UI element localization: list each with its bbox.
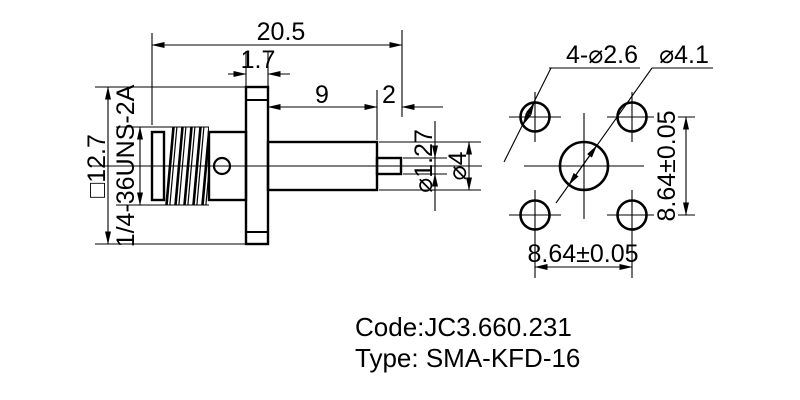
product-code: Code:JC3.660.231 bbox=[355, 312, 572, 342]
side-view: 20.5 1.7 9 2 □12.7 1/4-36UNS-2A ⌀1.27 ⌀4 bbox=[83, 18, 482, 247]
dim-pin-length: 2 bbox=[382, 81, 396, 109]
leader-center-hole-arrows bbox=[568, 145, 598, 186]
leader-mounting-holes-arrows bbox=[522, 102, 535, 126]
thread-section bbox=[165, 127, 209, 205]
connector-rear-cap bbox=[150, 130, 166, 202]
dim-total-length: 20.5 bbox=[257, 18, 306, 46]
thread-spec-label: 1/4-36UNS-2A bbox=[112, 84, 140, 247]
body-cross-hole bbox=[212, 156, 232, 176]
dim-body-diameter: ⌀4 bbox=[444, 151, 472, 180]
product-type: Type: SMA-KFD-16 bbox=[355, 343, 580, 373]
dim-body-length: 9 bbox=[315, 81, 329, 109]
title-block: Code:JC3.660.231 Type: SMA-KFD-16 bbox=[355, 312, 580, 373]
dim-flange-thickness: 1.7 bbox=[241, 46, 276, 74]
dim-mounting-holes: 4-⌀2.6 bbox=[566, 41, 638, 69]
dim-flange-square: □12.7 bbox=[83, 134, 111, 198]
dim-hole-spacing-horizontal: 8.64±0.05 bbox=[527, 240, 638, 268]
dim-pin-diameter: ⌀1.27 bbox=[410, 129, 438, 193]
contact-pin bbox=[375, 156, 403, 176]
dim-hole-spacing-vertical: 8.64±0.05 bbox=[653, 110, 681, 221]
face-view: 4-⌀2.6 ⌀4.1 8.64±0.05 8.64±0.05 bbox=[503, 41, 713, 278]
dim-center-hole: ⌀4.1 bbox=[659, 41, 709, 69]
